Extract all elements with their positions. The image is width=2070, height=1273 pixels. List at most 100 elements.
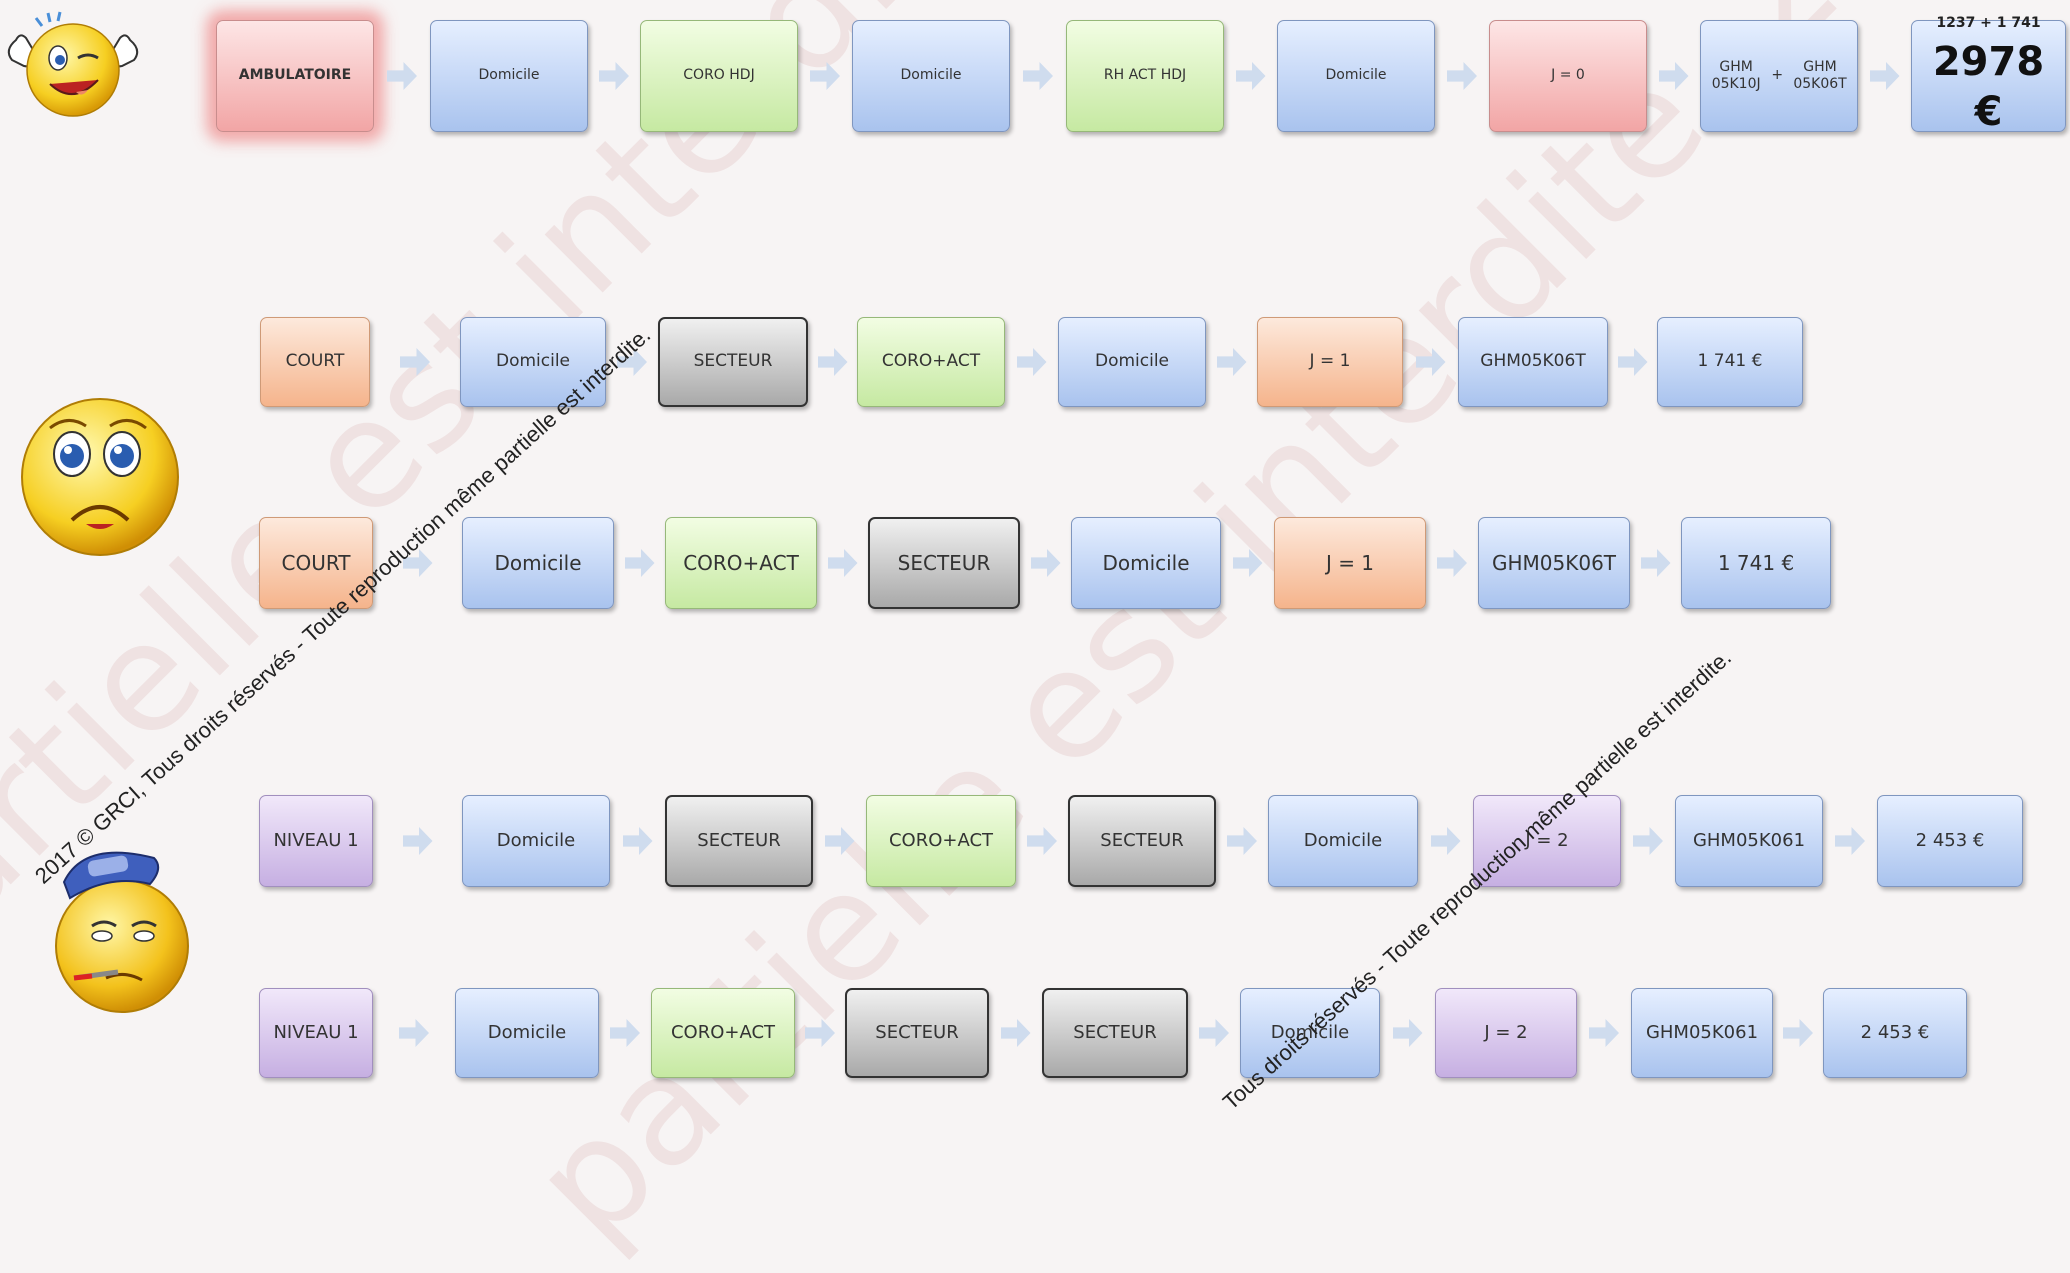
right-arrow-icon — [1447, 62, 1477, 90]
step-label-line: 1 741 € — [1717, 550, 1795, 575]
background-watermark: partielle est interdite. 2017 © GRCI, Fr… — [500, 0, 2070, 1273]
step-label-line: Domicile — [495, 351, 571, 372]
pathway-step-box: J = 0 — [1489, 20, 1647, 132]
step-label-line: NIVEAU 1 — [273, 829, 359, 851]
step-label-line: GHM — [1692, 829, 1736, 851]
right-arrow-icon — [1415, 348, 1446, 376]
pathway-step-box: Domicile — [430, 20, 588, 132]
step-label-line: J = 1 — [1325, 550, 1375, 575]
pathway-step-box: J = 1 — [1257, 317, 1403, 407]
step-label-line: Domicile — [1303, 829, 1383, 851]
step-label-line: Domicile — [900, 67, 962, 84]
right-arrow-icon — [1232, 549, 1263, 577]
right-arrow-icon — [817, 348, 848, 376]
right-arrow-icon — [1437, 549, 1467, 577]
step-label-line: Domicile — [1102, 550, 1190, 575]
pathway-step-box: CORO+ACT — [866, 795, 1016, 887]
pathway-step-box: J = 1 — [1274, 517, 1426, 609]
pathway-step-box: Domicile — [1058, 317, 1206, 407]
pathway-step-box: SECTEUR — [1068, 795, 1216, 887]
step-label-line: SECTEUR — [897, 550, 991, 575]
pathway-step-box: Domicile — [852, 20, 1010, 132]
pathway-step-box: 1 741 € — [1657, 317, 1803, 407]
step-label-line: 05K061 — [1735, 829, 1806, 851]
right-arrow-icon — [1617, 348, 1648, 376]
right-arrow-icon — [1869, 62, 1900, 90]
step-label-line: COURT — [281, 550, 351, 575]
pathway-step-box: Domicile — [460, 317, 606, 407]
sad-teary-smiley-icon — [21, 398, 179, 556]
step-label-line: AMBULATOIRE — [238, 67, 352, 84]
step-label-line: Domicile — [487, 1021, 567, 1043]
pathway-step-box: RH ACT HDJ — [1066, 20, 1224, 132]
step-label-line: J = 2 — [1525, 829, 1569, 851]
step-label-line: CORO+ACT — [881, 351, 981, 372]
right-arrow-icon — [1235, 62, 1266, 90]
step-label-line: CORO+ACT — [888, 829, 994, 851]
pathway-step-box: SECTEUR — [845, 988, 989, 1078]
pathway-step-box: AMBULATOIRE — [216, 20, 374, 132]
right-arrow-icon — [402, 827, 433, 855]
pathway-step-box: CORO HDJ — [640, 20, 798, 132]
right-arrow-icon — [827, 549, 858, 577]
pathway-step-box: COURT — [260, 317, 370, 407]
step-label-line: CORO HDJ — [683, 67, 755, 84]
right-arrow-icon — [1640, 549, 1671, 577]
right-arrow-icon — [1633, 827, 1663, 855]
right-arrow-icon — [1000, 1019, 1031, 1047]
sick-thermometer-smiley-icon — [55, 851, 189, 1013]
pathway-step-box: 2 453 € — [1823, 988, 1967, 1078]
step-label-line: Domicile — [494, 550, 582, 575]
step-label-line: + — [1771, 67, 1784, 84]
right-arrow-icon — [810, 62, 840, 90]
pathway-step-box: Domicile — [455, 988, 599, 1078]
right-arrow-icon — [1392, 1019, 1423, 1047]
step-label-line: CORO+ACT — [683, 550, 799, 575]
step-label-line: 05K061 — [1688, 1021, 1759, 1043]
right-arrow-icon — [399, 1019, 429, 1047]
right-arrow-icon — [1216, 348, 1247, 376]
pathway-step-box: GHM 05K10J+GHM 05K06T — [1700, 20, 1858, 132]
pathway-step-box: SECTEUR — [868, 517, 1020, 609]
pathway-step-box: Domicile — [1268, 795, 1418, 887]
pathway-step-box: J = 2 — [1473, 795, 1621, 887]
right-arrow-icon — [805, 1019, 835, 1047]
right-arrow-icon — [1016, 348, 1047, 376]
pathway-step-box: CORO+ACT — [857, 317, 1005, 407]
step-label-line: GHM 05K06T — [1793, 58, 1847, 93]
pathway-step-box: 2 453 € — [1877, 795, 2023, 887]
pathway-step-box: SECTEUR — [1042, 988, 1188, 1078]
pathway-step-box: Domicile — [1071, 517, 1221, 609]
right-arrow-icon — [1030, 549, 1061, 577]
right-arrow-icon — [1027, 827, 1057, 855]
step-label-line: Domicile — [496, 829, 576, 851]
pathway-step-box: Domicile — [462, 517, 614, 609]
step-label-line: 05K06T — [1539, 550, 1617, 575]
step-label-line: SECTEUR — [697, 829, 781, 851]
pathway-step-box: J = 2 — [1435, 988, 1577, 1078]
pathway-step-box: NIVEAU 1 — [259, 795, 373, 887]
step-label-line: GHM — [1480, 351, 1521, 372]
right-arrow-icon — [610, 1019, 640, 1047]
step-label-line: CORO+ACT — [670, 1021, 776, 1043]
pathway-step-box: Domicile — [1277, 20, 1435, 132]
right-arrow-icon — [1199, 1019, 1229, 1047]
step-label-line: COURT — [285, 351, 345, 372]
pathway-step-box: CORO+ACT — [651, 988, 795, 1078]
right-arrow-icon — [622, 827, 653, 855]
step-label-line: SECTEUR — [1073, 1021, 1157, 1043]
right-arrow-icon — [624, 549, 655, 577]
pathway-step-box: SECTEUR — [665, 795, 813, 887]
right-arrow-icon — [1589, 1019, 1619, 1047]
right-arrow-icon — [400, 348, 430, 376]
right-arrow-icon — [599, 62, 629, 90]
pathway-step-box: CORO+ACT — [665, 517, 817, 609]
price-total: 2978 € — [1932, 38, 2045, 135]
right-arrow-icon — [1430, 827, 1461, 855]
winking-thumbs-up-smiley-icon — [7, 11, 139, 117]
step-label-line: J = 0 — [1551, 67, 1585, 84]
pathway-step-box: 1 741 € — [1681, 517, 1831, 609]
pathway-step-box: NIVEAU 1 — [259, 988, 373, 1078]
